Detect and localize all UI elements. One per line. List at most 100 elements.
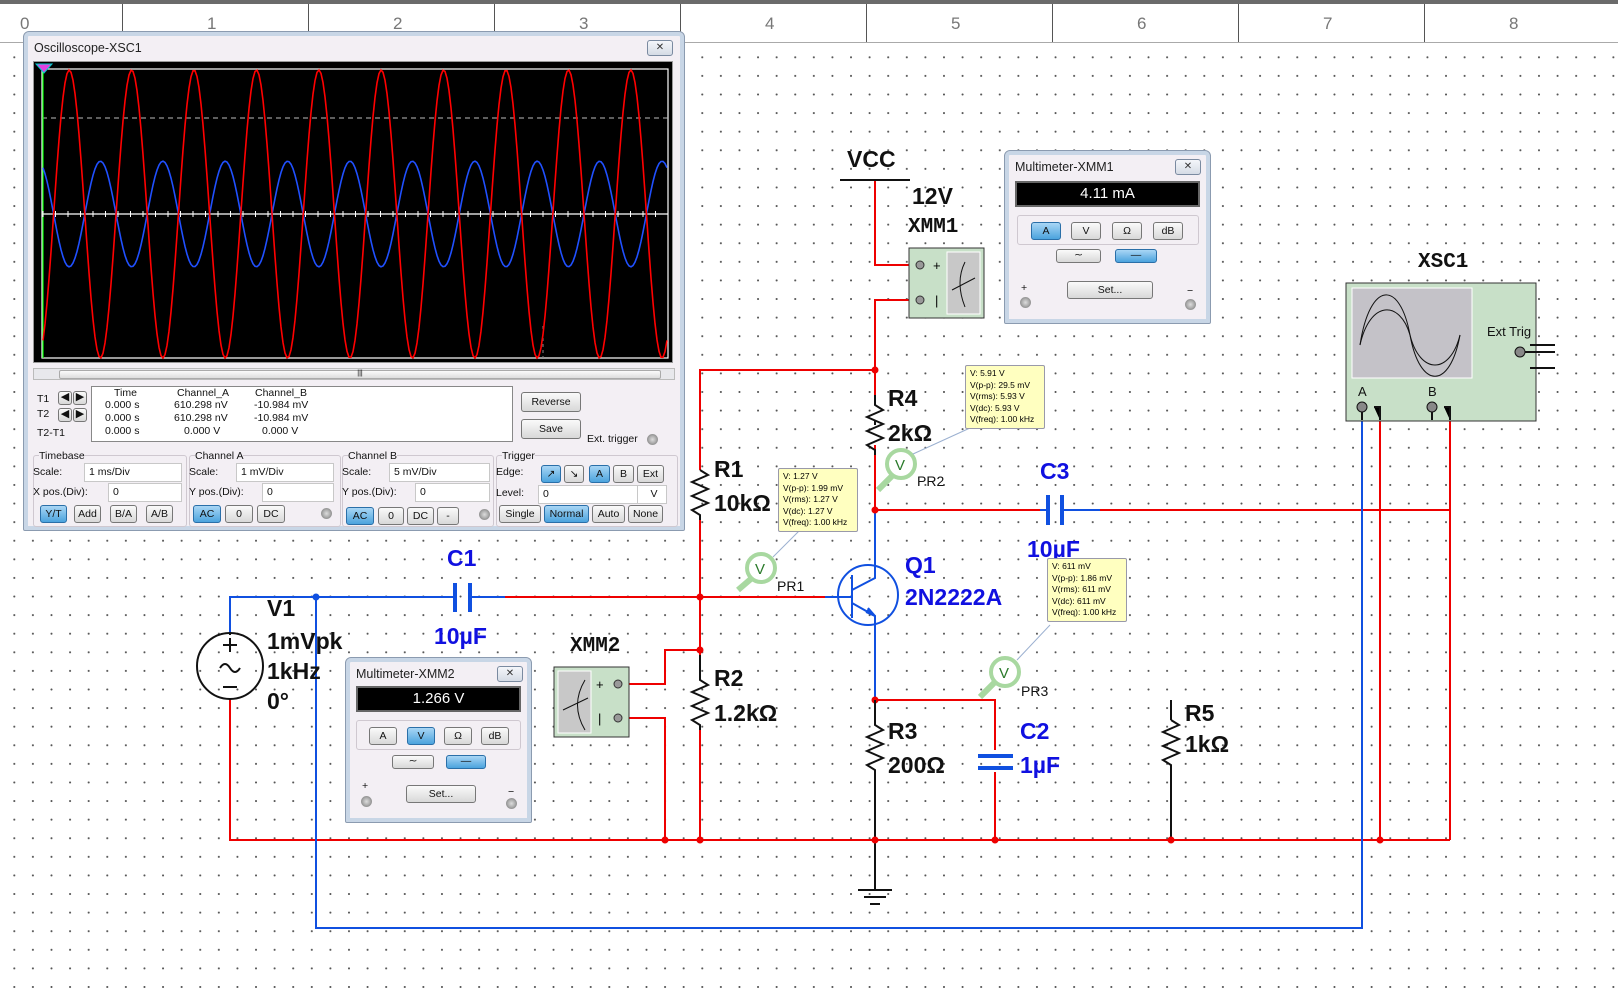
close-button[interactable]: ✕	[647, 40, 673, 56]
set-button[interactable]: Set...	[1067, 281, 1153, 299]
r2-symbol[interactable]	[689, 655, 711, 730]
b-over-a-button[interactable]: B/A	[110, 505, 137, 523]
mode-button-v[interactable]: V	[407, 727, 435, 745]
c3-symbol[interactable]	[1046, 495, 1064, 525]
mode-group	[1017, 215, 1199, 245]
multimeter-xmm2-window[interactable]: Multimeter-XMM2 ✕ 1.266 V A V Ω dB ∼ — S…	[345, 657, 532, 823]
t1-right-arrow-button[interactable]: ▶	[73, 391, 87, 405]
xsc1-instrument[interactable]	[1345, 282, 1555, 422]
r4-symbol[interactable]	[864, 395, 886, 455]
ext-trigger-terminal[interactable]	[647, 434, 658, 445]
mode-button-ohm[interactable]: Ω	[1112, 222, 1142, 240]
probe-pr2[interactable]: V	[875, 427, 971, 493]
r1-symbol[interactable]	[689, 469, 711, 520]
channel-a-zero-button[interactable]: 0	[225, 505, 253, 523]
close-button[interactable]: ✕	[497, 666, 523, 682]
falling-edge-button[interactable]: ↘	[564, 465, 584, 483]
wire[interactable]	[699, 299, 918, 470]
oscilloscope-screen[interactable]	[33, 61, 673, 363]
normal-button[interactable]: Normal	[544, 505, 589, 523]
ruler-label: 2	[393, 14, 403, 33]
channel-a-dc-button[interactable]: DC	[257, 505, 285, 523]
trigger-source-b-button[interactable]: B	[613, 465, 634, 483]
cell: 0.000 s	[105, 425, 140, 437]
r5-symbol[interactable]	[1160, 719, 1182, 770]
x-pos-input[interactable]: 0	[108, 483, 182, 502]
channel-b-title: Channel B	[348, 450, 398, 462]
channel-b-ac-button[interactable]: AC	[346, 507, 374, 525]
channel-a-ypos-input[interactable]: 0	[262, 483, 334, 502]
channel-b-scale-input[interactable]: 5 mV/Div	[389, 463, 490, 482]
minus-terminal[interactable]	[1185, 299, 1196, 310]
mode-button-a[interactable]: A	[1031, 222, 1061, 240]
xmm2-instrument[interactable]: +|	[553, 666, 630, 738]
channel-a-terminal[interactable]	[321, 508, 332, 519]
mode-button-db[interactable]: dB	[1153, 222, 1183, 240]
t2-right-arrow-button[interactable]: ▶	[73, 408, 87, 422]
wire[interactable]	[229, 596, 455, 635]
multimeter-xmm1-window[interactable]: Multimeter-XMM1 ✕ 4.11 mA A V Ω dB ∼ — S…	[1004, 150, 1211, 324]
q1-transistor-symbol[interactable]	[825, 564, 899, 626]
ruler-tick	[308, 4, 309, 42]
trigger-level-input[interactable]: 0	[538, 485, 639, 504]
xmm1-instrument[interactable]: +|	[908, 247, 985, 319]
xsc1-ext-trig-label: Ext Trig	[1487, 324, 1532, 339]
timebase-scale-input[interactable]: 1 ms/Div	[84, 463, 182, 482]
mode-button-ohm[interactable]: Ω	[444, 727, 472, 745]
rising-edge-button[interactable]: ↗	[541, 465, 561, 483]
channel-a-scale-input[interactable]: 1 mV/Div	[236, 463, 334, 482]
close-button[interactable]: ✕	[1175, 159, 1201, 175]
reverse-button[interactable]: Reverse	[521, 392, 581, 412]
wire[interactable]	[875, 699, 996, 750]
wire[interactable]	[874, 180, 918, 266]
save-button[interactable]: Save	[521, 419, 581, 439]
ac-button[interactable]: ∼	[1056, 249, 1101, 263]
r3-symbol[interactable]	[864, 700, 886, 800]
r1-value: 10kΩ	[714, 490, 771, 516]
mode-button-a[interactable]: A	[369, 727, 397, 745]
scrollbar-thumb[interactable]: |||	[59, 370, 661, 379]
channel-a-ac-button[interactable]: AC	[193, 505, 221, 523]
set-button[interactable]: Set...	[406, 785, 476, 803]
v1-source-symbol[interactable]	[196, 632, 264, 700]
channel-b-terminal[interactable]	[479, 509, 490, 520]
wire[interactable]	[229, 700, 1450, 841]
mode-button-db[interactable]: dB	[481, 727, 509, 745]
oscilloscope-xsc1-window[interactable]: Oscilloscope-XSC1 ✕ ||| T1 T2 T2-T1 ◀ ▶ …	[23, 31, 685, 531]
mode-button-v[interactable]: V	[1071, 222, 1101, 240]
c1-symbol[interactable]	[453, 583, 472, 612]
wire[interactable]	[315, 420, 1363, 929]
pr3-readout: V: 611 mV V(p-p): 1.86 mV V(rms): 611 mV…	[1047, 558, 1127, 622]
trigger-level-unit[interactable]: V	[637, 485, 667, 504]
t1-left-arrow-button[interactable]: ◀	[58, 391, 72, 405]
c2-symbol[interactable]	[978, 754, 1013, 770]
plus-terminal[interactable]	[361, 796, 372, 807]
minus-terminal[interactable]	[506, 798, 517, 809]
dc-button[interactable]: —	[1115, 249, 1157, 263]
none-button[interactable]: None	[628, 505, 663, 523]
channel-b-ypos-input[interactable]: 0	[415, 483, 490, 502]
wire[interactable]	[1065, 420, 1451, 511]
wire[interactable]	[622, 717, 666, 840]
r4-name: R4	[888, 385, 918, 411]
probe-pr1[interactable]: V	[736, 529, 801, 593]
channel-b-zero-button[interactable]: 0	[378, 507, 404, 525]
ground-symbol[interactable]	[858, 889, 892, 905]
single-button[interactable]: Single	[499, 505, 541, 523]
a-over-b-button[interactable]: A/B	[146, 505, 173, 523]
add-button[interactable]: Add	[74, 505, 101, 523]
probe-pr3[interactable]: V	[977, 624, 1051, 700]
channel-b-invert-button[interactable]: -	[437, 507, 459, 525]
dc-button[interactable]: —	[446, 755, 486, 769]
plus-terminal[interactable]	[1020, 297, 1031, 308]
ac-button[interactable]: ∼	[392, 755, 434, 769]
trigger-source-a-button[interactable]: A	[589, 465, 610, 483]
t2-left-arrow-button[interactable]: ◀	[58, 408, 72, 422]
scope-horizontal-scrollbar[interactable]: |||	[33, 368, 675, 380]
auto-button[interactable]: Auto	[592, 505, 625, 523]
yt-button[interactable]: Y/T	[40, 505, 67, 523]
trigger-source-ext-button[interactable]: Ext	[637, 465, 664, 483]
wire[interactable]	[622, 649, 700, 685]
channel-b-dc-button[interactable]: DC	[407, 507, 434, 525]
